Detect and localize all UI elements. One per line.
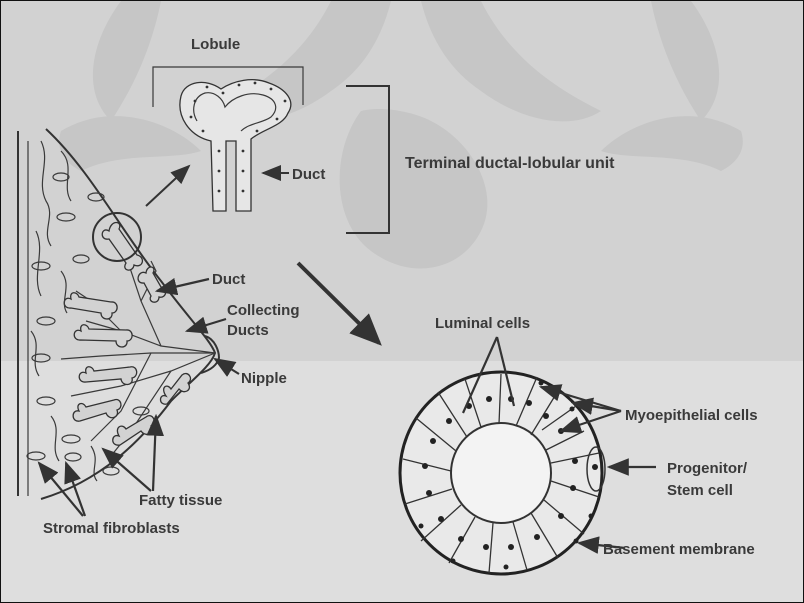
label-stromal-fibroblasts: Stromal fibroblasts: [43, 520, 180, 537]
label-luminal-cells: Luminal cells: [435, 315, 530, 332]
label-collecting: Collecting: [227, 302, 300, 319]
label-duct-upper: Duct: [292, 166, 325, 183]
label-basement-membrane: Basement membrane: [603, 541, 755, 558]
label-fatty-tissue: Fatty tissue: [139, 492, 222, 509]
watermark-emblem: [59, 1, 743, 268]
breast-illustration: [18, 129, 219, 499]
label-progenitor: Progenitor/: [667, 460, 748, 477]
label-stem-cell: Stem cell: [667, 482, 733, 499]
label-terminal-ductal-lobular-unit: Terminal ductal-lobular unit: [405, 155, 615, 172]
label-ducts: Ducts: [227, 322, 269, 339]
label-myoepithelial-cells: Myoepithelial cells: [625, 407, 758, 424]
label-lobule: Lobule: [191, 36, 240, 53]
label-nipple: Nipple: [241, 370, 287, 387]
label-duct-lower: Duct: [212, 271, 245, 288]
